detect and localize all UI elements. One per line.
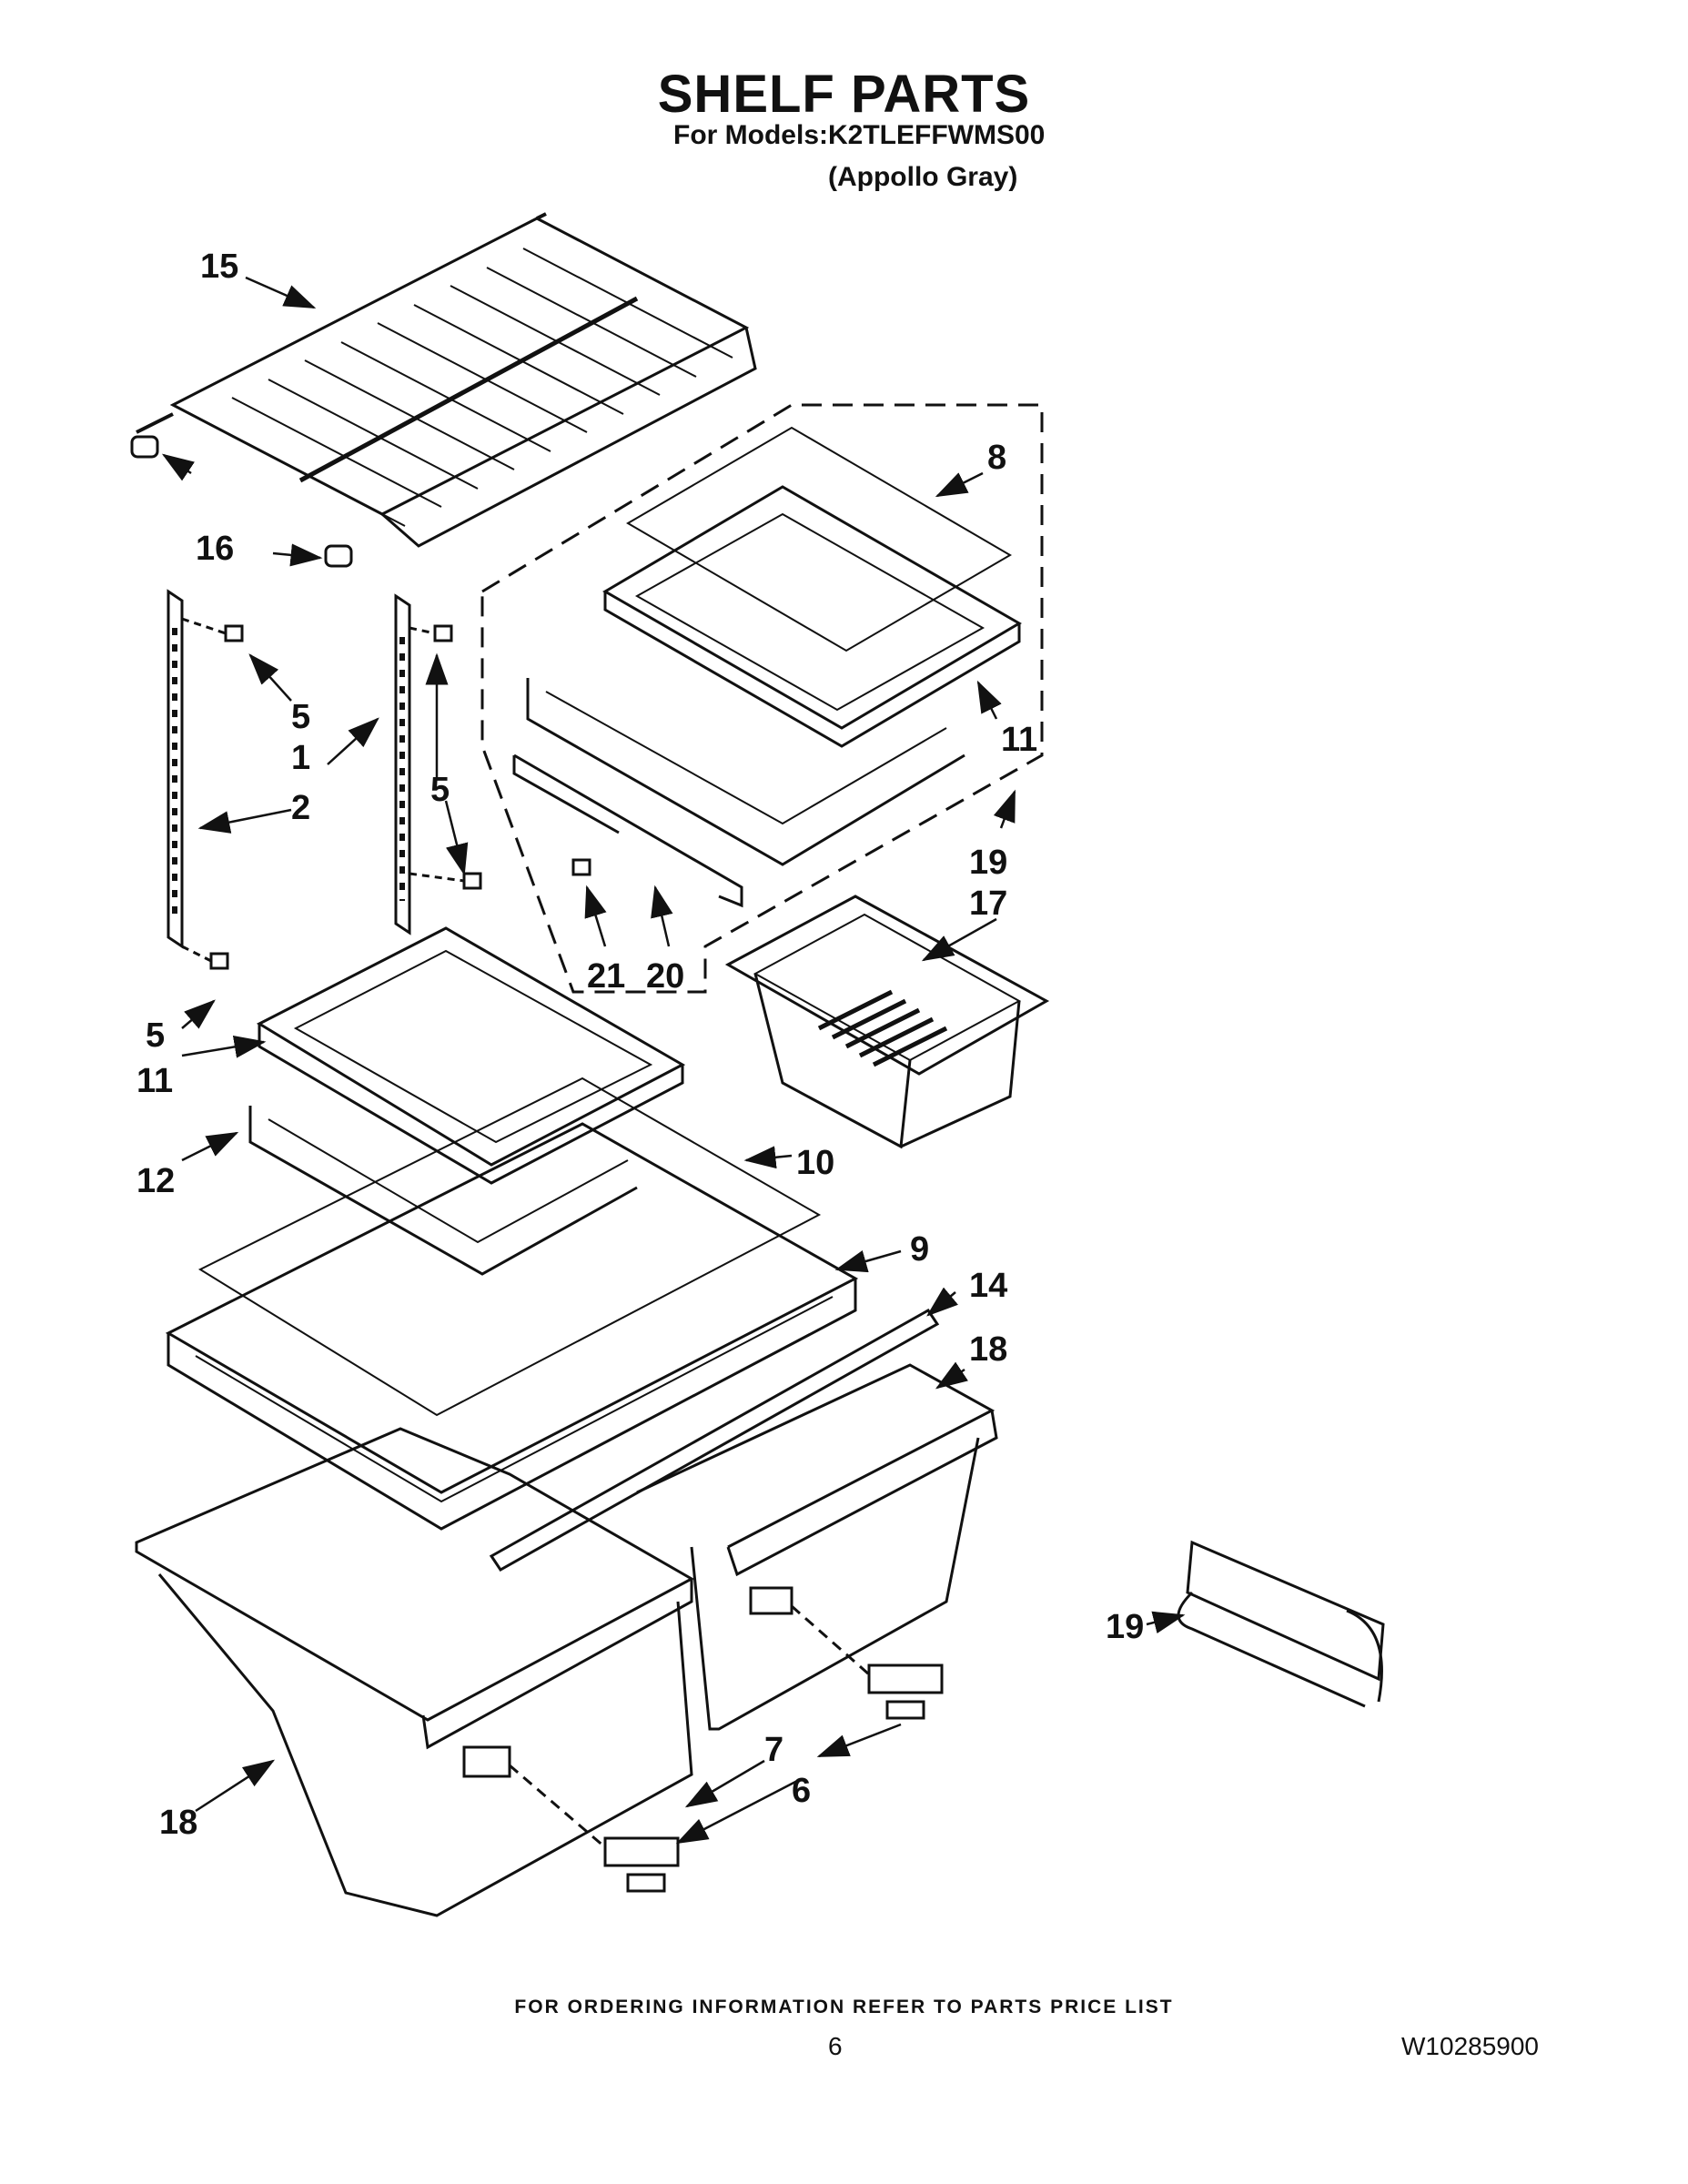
callout-11: 11 <box>1001 721 1037 759</box>
meat-pan-part <box>724 895 1050 1149</box>
callout-19: 19 <box>969 844 1007 882</box>
drawer-clip-parts <box>509 1604 944 1893</box>
upper-shelf-assembly <box>512 426 1022 908</box>
divider-strip-part <box>489 1309 940 1572</box>
callout-17: 17 <box>969 885 1007 923</box>
callout-18: 18 <box>969 1330 1007 1369</box>
side-rail-part <box>167 589 411 949</box>
callout-10: 10 <box>796 1144 834 1182</box>
crisper-cover-frame-part <box>165 1122 859 1531</box>
callout-19: 19 <box>1106 1608 1144 1646</box>
document-number: W10285900 <box>1401 2032 1540 2060</box>
callout-14: 14 <box>969 1267 1007 1305</box>
wire-shelf-part <box>136 212 757 548</box>
callout-11: 11 <box>136 1062 173 1100</box>
callout-8: 8 <box>987 439 1006 477</box>
page-number: 6 <box>828 2032 843 2060</box>
callout-20: 20 <box>646 957 684 996</box>
crisper-cover-glass-part <box>197 1077 822 1417</box>
page-title: SHELF PARTS <box>657 65 1031 124</box>
ordering-note: FOR ORDERING INFORMATION REFER TO PARTS … <box>514 1997 1174 2017</box>
callout-16: 16 <box>196 530 234 568</box>
shelf-support-part <box>248 1106 638 1276</box>
callout-5: 5 <box>430 771 450 809</box>
drawer-track-part <box>1177 1540 1385 1708</box>
model-number: For Models:K2TLEFFWMS00 <box>673 120 1046 150</box>
shelf-glide-part <box>130 435 353 568</box>
callout-2: 2 <box>291 789 310 827</box>
callout-12: 12 <box>136 1162 175 1200</box>
callout-7: 7 <box>764 1731 783 1769</box>
screw-parts <box>181 617 591 970</box>
callout-15: 15 <box>200 248 238 286</box>
callout-1: 1 <box>291 739 310 777</box>
callout-21: 21 <box>587 957 625 996</box>
callout-9: 9 <box>910 1230 929 1269</box>
crisper-drawer-left-part <box>135 1427 695 1917</box>
assembly-boundary <box>480 403 1044 994</box>
callout-5: 5 <box>291 698 310 736</box>
callout-5: 5 <box>146 1016 165 1055</box>
model-color: (Appollo Gray) <box>828 162 1018 192</box>
callout-6: 6 <box>792 1772 811 1810</box>
callout-18: 18 <box>159 1804 197 1842</box>
